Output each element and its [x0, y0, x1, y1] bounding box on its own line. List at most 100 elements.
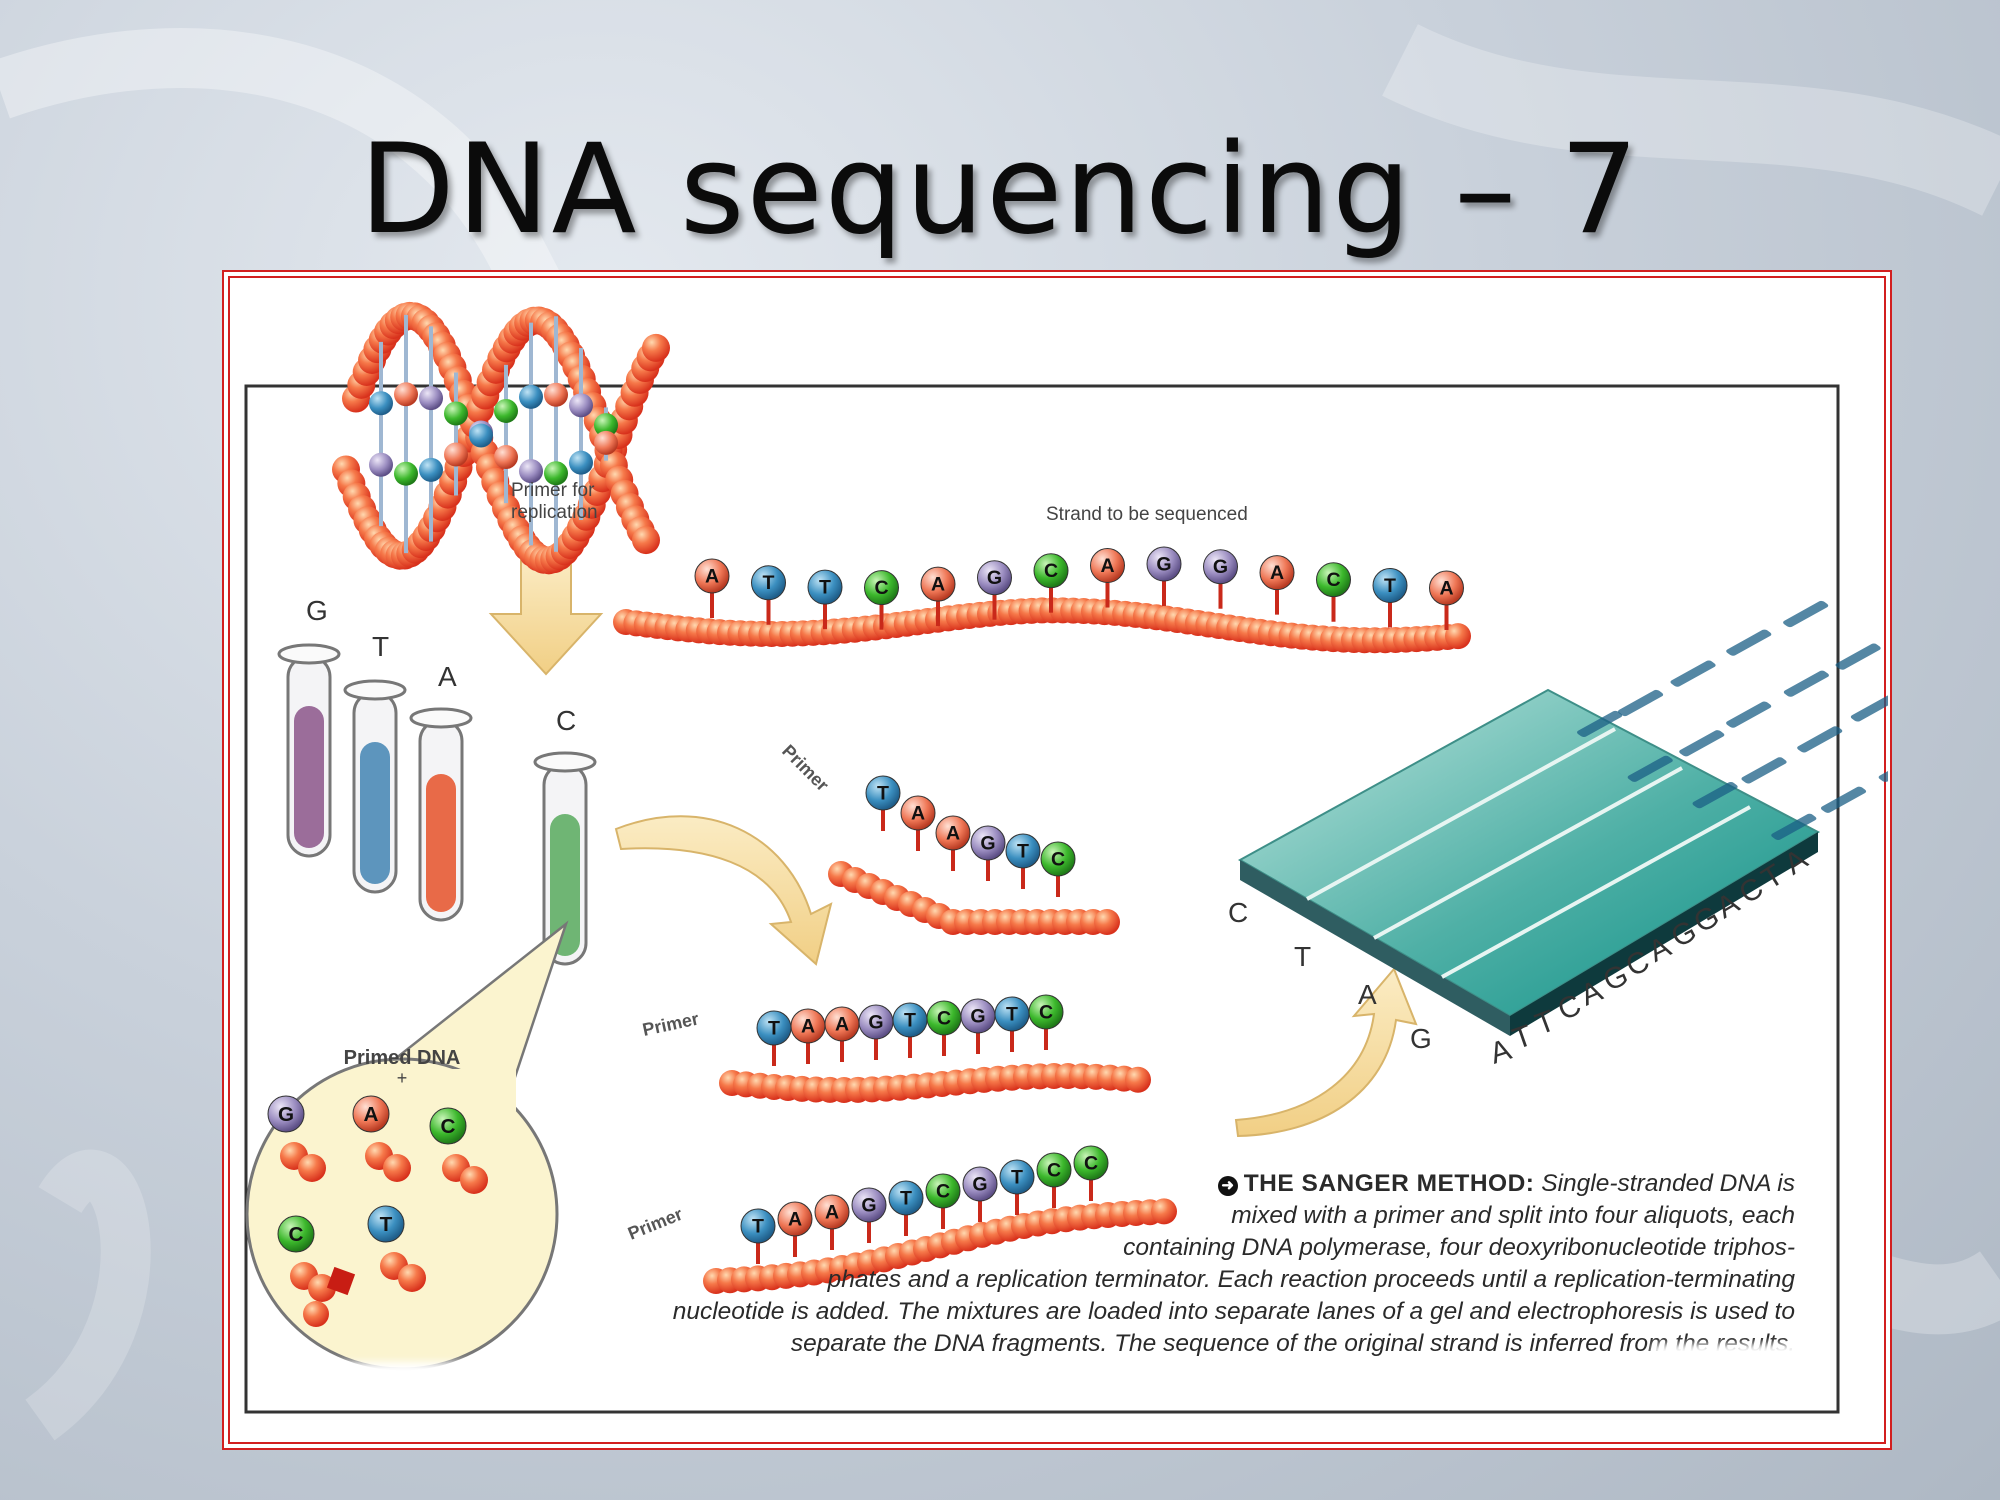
base-letter: A [1270, 562, 1284, 584]
base-bead [1036, 1152, 1072, 1188]
primer-for-replication-label-2: replication [511, 502, 598, 523]
base-letter: G [970, 1005, 985, 1027]
base-G: G [267, 1095, 305, 1133]
phosphate-bead [460, 1166, 488, 1194]
caption-arrow-icon: ➜ [1217, 1176, 1238, 1196]
base-letter: A [835, 1013, 849, 1035]
caption-line-6: separate the DNA fragments. The sequence… [790, 1330, 1795, 1357]
base-T: T [740, 1208, 776, 1264]
base-C: C [1028, 994, 1064, 1050]
watermark-blur-right [1652, 1344, 1802, 1370]
base-C: C [1033, 553, 1069, 613]
arrow-to-gel-icon [1234, 967, 1418, 1138]
base-A: A [1429, 570, 1464, 630]
base-letter: G [1156, 554, 1171, 576]
base-T: T [751, 565, 786, 625]
caption-line-4: phates and a replication terminator. Eac… [827, 1266, 1795, 1293]
base-letter: A [788, 1208, 802, 1230]
base-bead [1033, 553, 1069, 589]
phosphate-bead [308, 1274, 336, 1302]
test-tube-g [277, 643, 341, 858]
phosphate-bead [398, 1264, 426, 1292]
base-letter: G [861, 1194, 876, 1216]
figure-caption: ➜THE SANGER METHOD: Single-stranded DNA … [520, 1168, 1795, 1360]
watermark-blur [278, 1362, 918, 1388]
helix-base [594, 413, 618, 438]
base-A: A [900, 795, 936, 851]
base-bead [900, 795, 936, 831]
base-letter: C [1047, 1159, 1061, 1181]
gel-band [1741, 757, 1787, 784]
gel-band [1783, 600, 1829, 628]
base-G: G [977, 560, 1012, 620]
base-T: T [1372, 568, 1408, 628]
base-bead [1203, 549, 1238, 585]
base-letter: T [900, 1187, 912, 1209]
base-bead [367, 1205, 405, 1243]
base-letter: G [868, 1011, 883, 1033]
base-bead [814, 1194, 850, 1230]
base-C: C [1073, 1145, 1109, 1201]
primer-for-replication-label-1: Primer for [511, 480, 595, 501]
base-letter: T [768, 1017, 780, 1039]
base-T: T [888, 1180, 924, 1236]
template-bead [1445, 623, 1471, 650]
gel-band [1627, 755, 1673, 782]
phosphate-bead [298, 1154, 326, 1182]
base-letter: G [1213, 556, 1228, 578]
gel-lane-t: T [1294, 941, 1311, 972]
base-bead [1090, 548, 1125, 584]
gel-side [1510, 832, 1818, 1036]
base-A: A [935, 815, 971, 871]
arrow-curved-icon [614, 815, 833, 966]
test-tubes: G T A C [277, 595, 597, 966]
fragment-bead [1094, 909, 1120, 935]
gel-band [1726, 629, 1772, 656]
base-letter: C [874, 577, 888, 599]
base-bead [1372, 568, 1408, 604]
base-bead [851, 1187, 887, 1223]
base-bead [751, 565, 786, 601]
helix-base [569, 450, 593, 475]
helix-base [444, 442, 468, 467]
base-letter: A [801, 1015, 815, 1037]
gel-band [1771, 813, 1817, 840]
base-letter: T [380, 1213, 393, 1236]
base-bead [740, 1208, 776, 1244]
base-bead [807, 569, 843, 605]
primed-dna-plus: + [397, 1068, 408, 1088]
gel-band [1783, 670, 1829, 697]
caption-line-2: mixed with a primer and split into four … [1231, 1202, 1795, 1229]
test-tube-a [409, 707, 473, 922]
base-G: G [851, 1187, 887, 1243]
helix-base [394, 382, 418, 407]
tube-label-c: C [556, 705, 576, 736]
base-bead [935, 815, 971, 851]
base-A: A [790, 1008, 826, 1064]
helix-base [569, 393, 593, 418]
gel-lane-a: A [1358, 979, 1377, 1010]
base-letter: T [1017, 840, 1029, 862]
base-bead [1429, 570, 1464, 606]
base-C: C [429, 1107, 467, 1145]
phosphate-bead [303, 1301, 329, 1327]
base-G: G [970, 825, 1006, 881]
base-letter: T [1011, 1166, 1023, 1188]
base-letter: T [819, 577, 831, 599]
base-G: G [1203, 549, 1238, 609]
base-C: C [864, 570, 899, 630]
base-T: T [807, 569, 843, 630]
base-C: C [1316, 562, 1351, 622]
helix-base [444, 401, 468, 426]
base-bead [1005, 833, 1041, 869]
gel-lane-g: G [1410, 1023, 1432, 1054]
base-bead [962, 1166, 998, 1202]
free-nucleotide-C: C [277, 1215, 356, 1327]
helix-base [494, 398, 518, 423]
base-A: A [1259, 555, 1295, 615]
base-bead [1028, 994, 1064, 1030]
helix-base [519, 459, 543, 484]
